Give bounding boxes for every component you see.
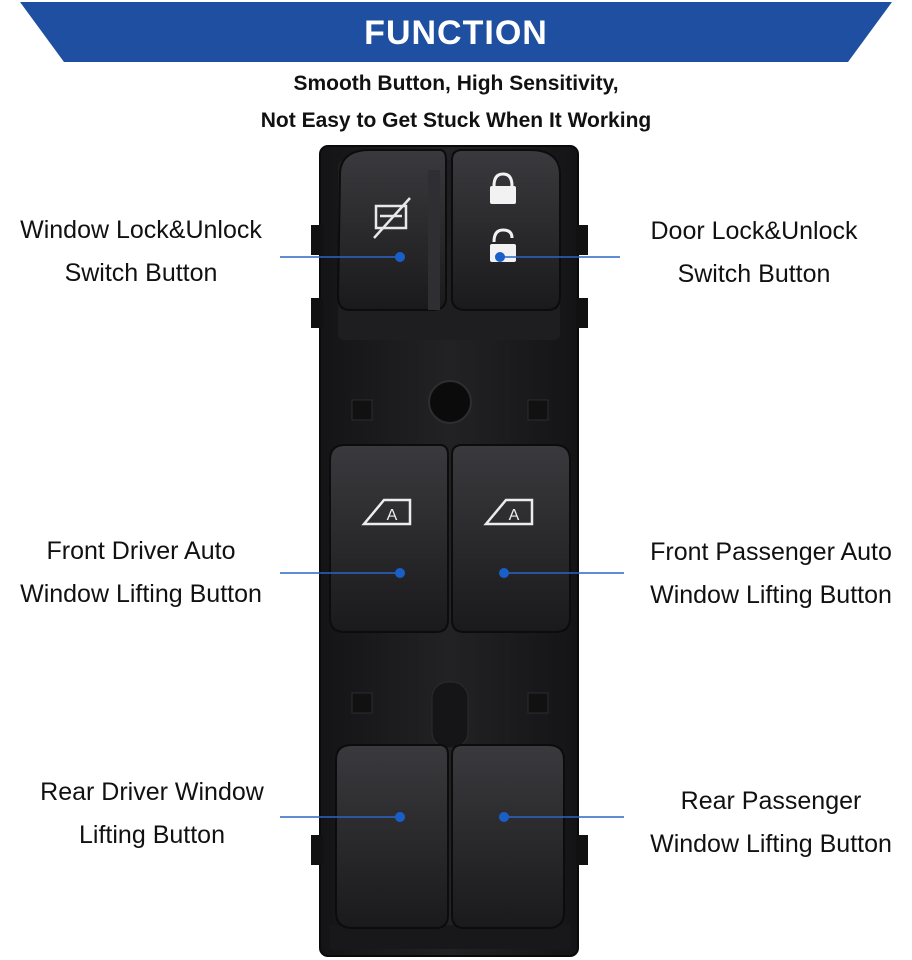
label-window-lock-line1: Window Lock&Unlock: [20, 216, 262, 244]
label-door-lock: Door Lock&Unlock Switch Button: [624, 210, 884, 296]
callout-rear-driver: [280, 812, 405, 822]
label-door-lock-line1: Door Lock&Unlock: [650, 217, 858, 245]
label-door-lock-line2: Switch Button: [677, 260, 831, 288]
label-front-driver-line2: Window Lifting Button: [20, 580, 262, 608]
label-window-lock-line2: Switch Button: [64, 259, 218, 287]
window-lock-button[interactable]: [336, 149, 447, 311]
label-front-driver-line1: Front Driver Auto: [46, 537, 236, 565]
label-front-passenger: Front Passenger Auto Window Lifting Butt…: [630, 531, 912, 617]
banner-shape: [20, 2, 892, 62]
front-passenger-button[interactable]: A: [451, 444, 571, 633]
subtitle-line-1: Smooth Button, High Sensitivity,: [293, 72, 619, 95]
lock-icon: [490, 172, 516, 204]
label-rear-driver-line2: Lifting Button: [79, 821, 225, 849]
callout-door-lock: [495, 252, 620, 262]
rear-driver-button[interactable]: [335, 744, 449, 929]
callout-rear-passenger: [499, 812, 624, 822]
label-rear-passenger: Rear Passenger Window Lifting Button: [630, 780, 912, 866]
auto-glyph: A: [509, 507, 520, 524]
auto-window-icon: A: [361, 498, 412, 526]
front-driver-button[interactable]: A: [329, 444, 449, 633]
callout-front-passenger: [499, 568, 624, 578]
auto-window-icon: A: [483, 498, 534, 526]
label-rear-driver-line1: Rear Driver Window: [40, 778, 264, 806]
label-rear-passenger-line2: Window Lifting Button: [650, 830, 892, 858]
label-rear-driver: Rear Driver Window Lifting Button: [2, 771, 302, 857]
function-banner: FUNCTION: [0, 0, 912, 62]
label-rear-passenger-line1: Rear Passenger: [680, 787, 862, 815]
label-front-driver: Front Driver Auto Window Lifting Button: [2, 530, 280, 616]
auto-glyph: A: [387, 507, 398, 524]
callout-front-driver: [280, 568, 405, 578]
label-window-lock: Window Lock&Unlock Switch Button: [2, 209, 280, 295]
button-divider: [428, 170, 440, 310]
label-front-passenger-line1: Front Passenger Auto: [650, 538, 892, 566]
rear-passenger-button[interactable]: [451, 744, 565, 929]
label-front-passenger-line2: Window Lifting Button: [650, 581, 892, 609]
window-lock-icon: [373, 197, 411, 239]
banner-title: FUNCTION: [364, 14, 548, 52]
callout-window-lock: [280, 252, 405, 262]
door-lock-button[interactable]: [451, 149, 561, 311]
subtitle-line-2: Not Easy to Get Stuck When It Working: [260, 109, 652, 132]
